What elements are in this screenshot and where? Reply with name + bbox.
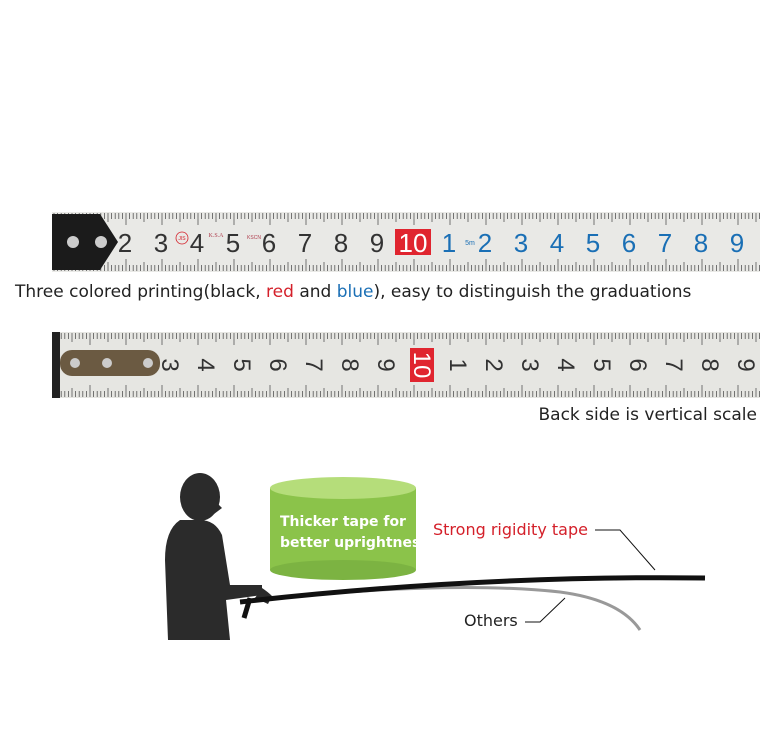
tape-digit: 2	[480, 358, 507, 371]
tape-digit: 9	[370, 228, 384, 258]
length-mark: 5m	[465, 240, 475, 247]
jis-mark-icon	[175, 231, 189, 245]
tape-digit: 6	[264, 358, 291, 371]
tape-digit: 6	[622, 228, 636, 258]
tape-digit: 6	[624, 358, 651, 371]
tape-digit: 5	[226, 228, 240, 258]
person-silhouette	[165, 473, 272, 640]
others-label: Others	[464, 611, 518, 630]
tape-digit: 3	[154, 228, 168, 258]
tape-digit: 3	[516, 358, 543, 371]
cylinder-label: Thicker tape for better uprightness	[280, 512, 429, 554]
tape-digit: 2	[478, 228, 492, 258]
cylinder-label-line: Thicker tape for	[280, 514, 406, 530]
tape-thickness-cylinder	[270, 477, 416, 580]
caption-blue-word: blue	[336, 282, 374, 302]
tape-digit: 10	[408, 352, 435, 379]
strong-leader-line	[595, 529, 656, 571]
tape-digit: 6	[262, 228, 276, 258]
tape-digit: 7	[658, 228, 672, 258]
tape-digit: 5	[586, 228, 600, 258]
tape-hook	[52, 214, 118, 270]
tape-hook-end	[241, 597, 253, 619]
tape-digit: 5	[228, 358, 255, 371]
tape-digit: 3	[514, 228, 528, 258]
strong-tape-line	[239, 575, 706, 605]
red-box	[410, 348, 434, 382]
tape-digit: 7	[298, 228, 312, 258]
front-caption: Three colored printing(black, red and bl…	[15, 282, 691, 302]
tape-digit: 4	[192, 358, 219, 371]
tape-digit: 8	[334, 228, 348, 258]
caption-text: and	[293, 282, 337, 302]
back-caption: Back side is vertical scale	[538, 405, 758, 425]
tape-digit: 9	[372, 358, 399, 371]
caption-text: ), easy to distinguish the graduations	[373, 282, 692, 302]
tape-digit: 7	[300, 358, 327, 371]
tape-digit: 9	[730, 228, 744, 258]
strong-rigidity-label: Strong rigidity tape	[433, 520, 588, 539]
caption-text: Three colored printing(black,	[15, 282, 267, 302]
tape-digit: 8	[694, 228, 708, 258]
jis-mark: JIS	[178, 236, 186, 242]
tape-digit: 2	[118, 228, 132, 258]
tape-digit: 10	[399, 228, 428, 258]
tape-digit: 1	[442, 228, 456, 258]
ksa-mark: K.S.A	[208, 233, 224, 239]
tape-digit: 4	[552, 358, 579, 371]
cylinder-label-line: better uprightness	[280, 535, 429, 551]
tape-digit: 4	[550, 228, 564, 258]
tape-digit: 8	[336, 358, 363, 371]
others-leader-line	[525, 597, 566, 623]
kscn-mark: KSCN	[247, 235, 261, 241]
caption-red-word: red	[266, 282, 294, 302]
tape-digit: 5	[588, 358, 615, 371]
tape-digit: 4	[190, 228, 204, 258]
tape-digit: 7	[660, 358, 687, 371]
tape-digit: 8	[696, 358, 723, 371]
tape-digit: 1	[444, 358, 471, 371]
red-box	[395, 229, 431, 255]
tape-digit: 3	[156, 358, 183, 371]
tape-digit: 9	[732, 358, 759, 371]
